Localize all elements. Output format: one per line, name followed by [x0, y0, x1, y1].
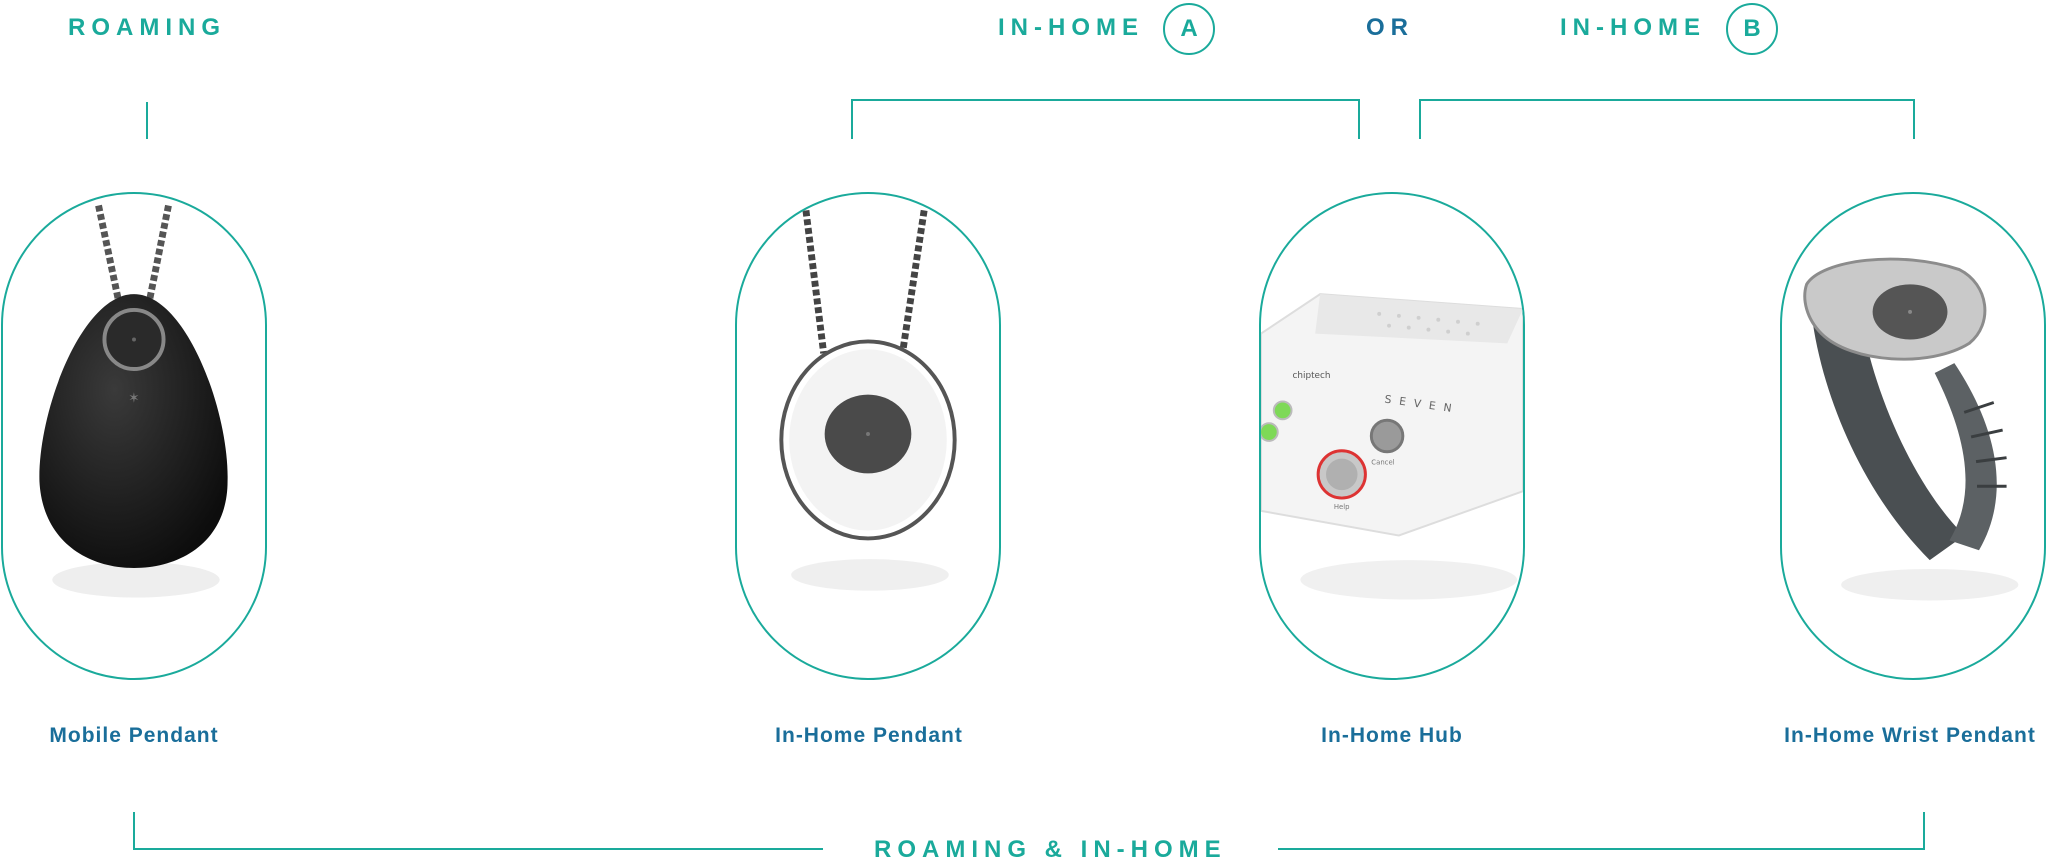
option-a-badge: A [1163, 3, 1215, 55]
in-home-hub-image: chiptech SEVEN Cancel Help [1259, 192, 1525, 680]
roaming-and-in-home-heading: ROAMING & IN-HOME [874, 836, 1227, 863]
in-home-b-heading: IN-HOME [1560, 14, 1706, 41]
in-home-wrist-pendant-label: In-Home Wrist Pendant [1784, 724, 2036, 747]
in-home-hub-label: In-Home Hub [1321, 724, 1463, 747]
or-heading: OR [1366, 14, 1414, 41]
mobile-pendant-image: ✶ [1, 192, 267, 680]
wrist-pendant-icon [1803, 257, 2019, 601]
svg-text:✶: ✶ [128, 391, 140, 407]
hub-brand-text: chiptech [1293, 371, 1331, 381]
hub-base-station-icon: chiptech SEVEN Cancel Help [1261, 293, 1523, 600]
wrist-pendant-image [1780, 192, 2046, 680]
in-home-a-heading: IN-HOME [998, 14, 1144, 41]
hub-help-text: Help [1334, 503, 1350, 511]
hub-cancel-text: Cancel [1371, 459, 1394, 467]
roaming-heading: ROAMING [68, 14, 226, 41]
white-oval-pendant-icon [779, 209, 957, 591]
mobile-pendant-label: Mobile Pendant [49, 724, 219, 747]
in-home-pendant-image [735, 192, 1001, 680]
in-home-pendant-label: In-Home Pendant [775, 724, 963, 747]
roaming-connector [146, 102, 148, 139]
option-b-badge: B [1726, 3, 1778, 55]
black-teardrop-pendant-icon: ✶ [39, 204, 228, 598]
